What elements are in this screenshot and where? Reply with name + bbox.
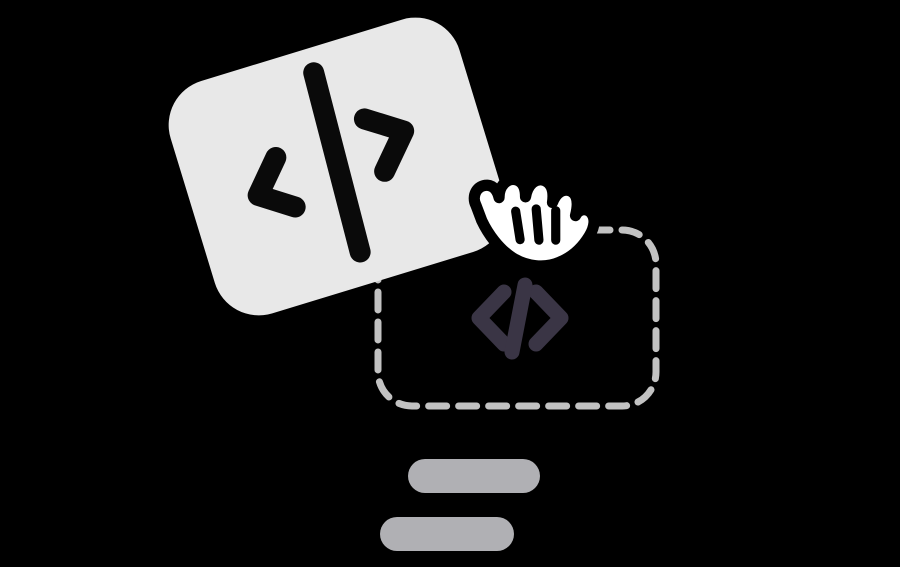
grabbing-hand-cursor: [468, 173, 600, 272]
grabbing-hand-creases: [511, 204, 561, 245]
drop-zone-code-icon: [471, 277, 569, 360]
code-snippet-card[interactable]: [157, 6, 517, 327]
placeholder-bar-2: [380, 517, 514, 551]
code-snippet-card-icon: [247, 62, 415, 263]
placeholder-bar-1: [408, 459, 540, 493]
